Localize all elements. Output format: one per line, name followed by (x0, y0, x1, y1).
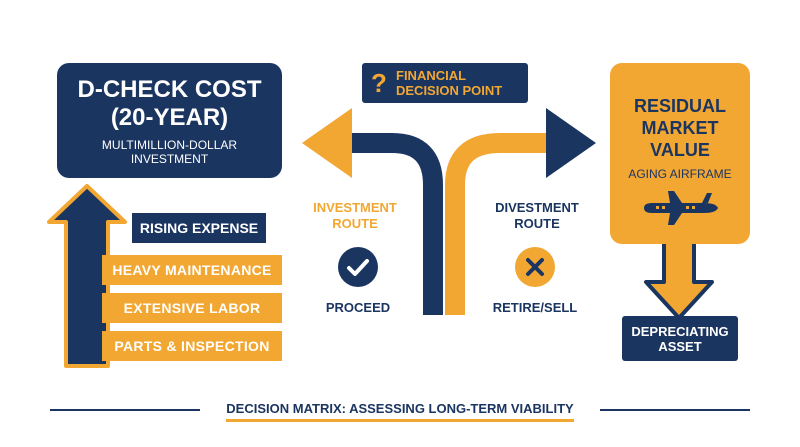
question-mark-icon: ? (371, 67, 387, 98)
rising-expense-label: RISING EXPENSE (132, 213, 266, 243)
residual-value-panel: RESIDUAL MARKET VALUE AGING AIRFRAME (610, 63, 750, 244)
proceed-label: PROCEED (325, 300, 391, 315)
expense-bar-extensive-labor: EXTENSIVE LABOR (102, 293, 282, 323)
residual-title-line3: VALUE (650, 140, 710, 160)
investment-arrowhead (302, 108, 352, 178)
d-check-subtitle-line2: INVESTMENT (130, 151, 209, 166)
expense-bar-heavy-maintenance: HEAVY MAINTENANCE (102, 255, 282, 285)
checkmark-icon (338, 247, 378, 287)
investment-route-line1: INVESTMENT (313, 200, 397, 215)
decision-point-line2: DECISION POINT (396, 83, 503, 98)
investment-route-line2: ROUTE (332, 216, 378, 231)
footer-title-text: DECISION MATRIX: ASSESSING LONG-TERM VIA… (226, 401, 574, 422)
d-check-title-line1: D-CHECK COST (77, 75, 262, 103)
divestment-route-label: DIVESTMENT ROUTE (482, 200, 592, 232)
divestment-arrowhead (546, 108, 596, 178)
d-check-subtitle-line1: MULTIMILLION-DOLLAR (101, 137, 238, 152)
expense-bar-parts-inspection: PARTS & INSPECTION (102, 331, 282, 361)
x-mark-icon (515, 247, 555, 287)
footer-title: DECISION MATRIX: ASSESSING LONG-TERM VIA… (200, 400, 600, 422)
retire-sell-label: RETIRE/SELL (492, 300, 578, 315)
residual-title-line2: MARKET (641, 118, 719, 138)
decision-point-line1: FINANCIAL (396, 68, 467, 83)
divestment-branch-path (445, 133, 548, 315)
divestment-route-line1: DIVESTMENT (495, 200, 579, 215)
rising-expense-text: RISING EXPENSE (139, 220, 259, 236)
residual-subtitle: AGING AIRFRAME (628, 167, 732, 181)
depreciating-asset-box: DEPRECIATING ASSET (622, 316, 738, 361)
airplane-icon (644, 191, 718, 225)
depreciating-line2: ASSET (658, 338, 702, 354)
investment-route-label: INVESTMENT ROUTE (300, 200, 410, 232)
depreciating-line1: DEPRECIATING (631, 323, 729, 339)
d-check-title-line2: (20-YEAR) (110, 103, 229, 131)
residual-title-line1: RESIDUAL (633, 96, 726, 116)
investment-branch-path (350, 133, 443, 315)
checkmark-glyph (347, 259, 369, 276)
d-check-cost-panel: D-CHECK COST (20-YEAR) MULTIMILLION-DOLL… (57, 63, 282, 178)
x-mark-glyph (526, 258, 544, 276)
divestment-route-line2: ROUTE (514, 216, 560, 231)
depreciating-arrow (644, 240, 714, 320)
decision-point-box: ? FINANCIAL DECISION POINT (362, 63, 528, 103)
